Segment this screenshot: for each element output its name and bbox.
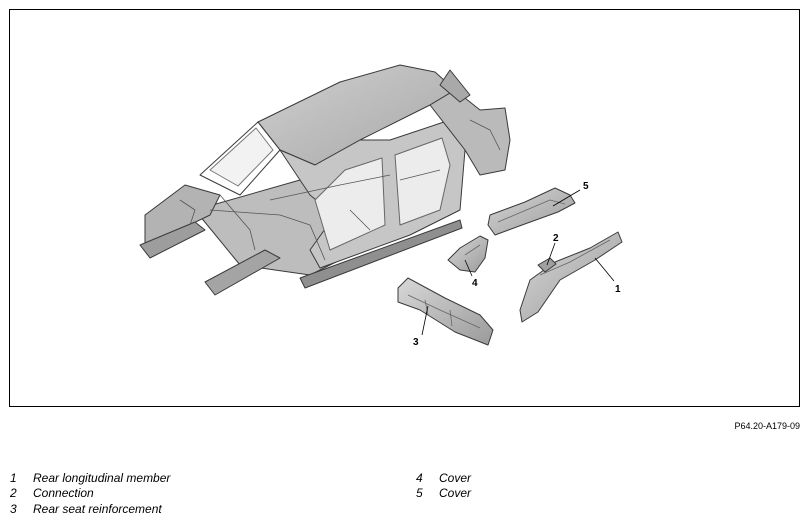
legend-label: Rear longitudinal member	[33, 471, 171, 485]
figure-code: P64.20-A179-09	[734, 421, 800, 431]
body-shell-illustration: 1 2 3 4 5	[139, 64, 623, 348]
callout-numbers: 1 2 3 4 5	[413, 181, 621, 348]
leader-line-4	[464, 259, 473, 277]
callout-4: 4	[472, 278, 478, 289]
legend-label: Rear seat reinforcement	[33, 502, 162, 516]
legend-label: Cover	[439, 471, 472, 485]
legend-number: 2	[10, 486, 17, 500]
callout-1: 1	[615, 284, 621, 295]
leader-line-2	[546, 242, 556, 266]
part-5-cover	[487, 187, 576, 236]
legend-number: 4	[416, 471, 423, 485]
legend-item-5: 5 Cover	[416, 486, 471, 500]
legend-item-3: 3 Rear seat reinforcement	[10, 502, 162, 516]
callout-5: 5	[583, 181, 589, 192]
leader-line-5	[552, 189, 581, 207]
vehicle-body-shell	[139, 64, 511, 296]
figure-frame: 1 2 3 4 5	[9, 9, 800, 407]
callout-3: 3	[413, 337, 419, 348]
callout-leaders	[421, 189, 615, 336]
legend-item-2: 2 Connection	[10, 486, 94, 500]
part-3-rear-seat-reinforcement	[397, 277, 494, 346]
legend-number: 3	[10, 502, 17, 516]
part-4-cover	[447, 235, 489, 273]
legend-item-1: 1 Rear longitudinal member	[10, 471, 170, 485]
legend-number: 1	[10, 471, 17, 485]
legend-label: Connection	[33, 486, 94, 500]
leader-line-3	[421, 305, 429, 336]
legend-number: 5	[416, 486, 423, 500]
legend-label: Cover	[439, 486, 472, 500]
leader-line-1	[594, 257, 615, 282]
callout-2: 2	[553, 233, 559, 244]
part-1-rear-longitudinal-member	[519, 231, 623, 323]
legend-item-4: 4 Cover	[416, 471, 471, 485]
